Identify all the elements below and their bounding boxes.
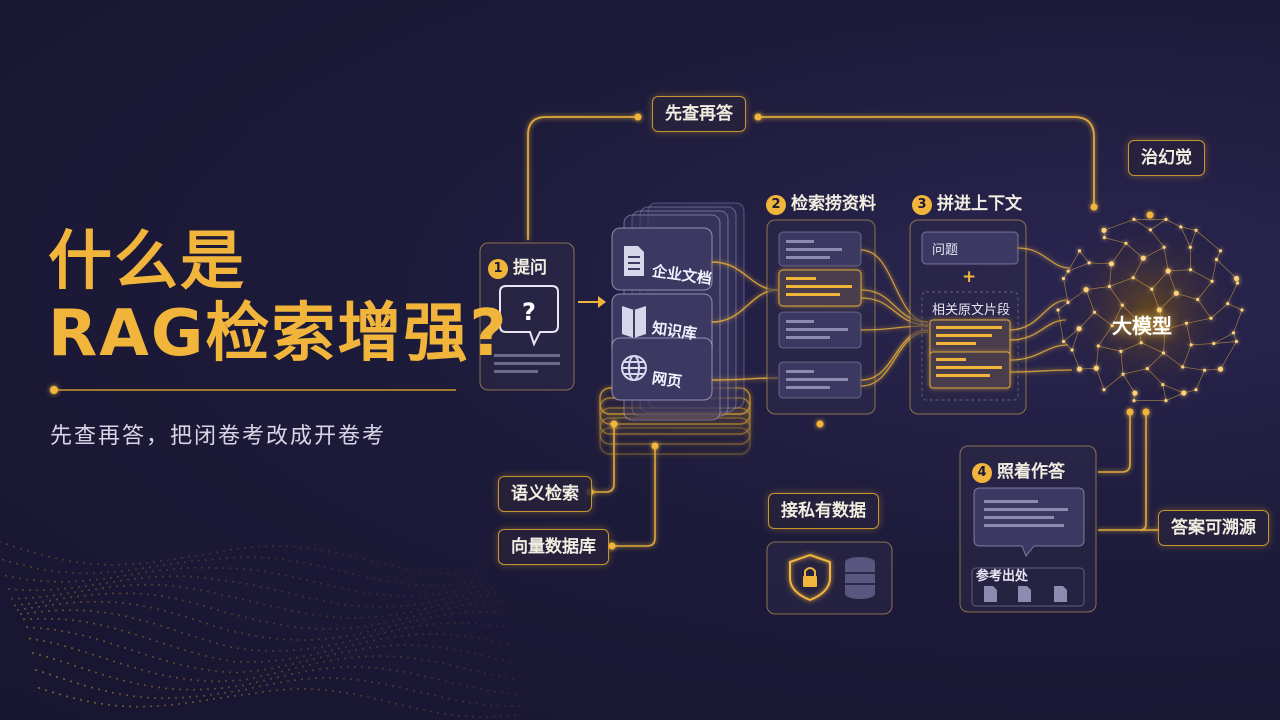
answer-references: 参考出处 bbox=[976, 569, 1029, 584]
private-data-connector bbox=[816, 414, 824, 490]
globe-icon bbox=[621, 355, 647, 381]
label-top-flow: 先查再答 bbox=[652, 96, 746, 132]
connector-dot bbox=[754, 113, 762, 121]
answer-panel bbox=[959, 445, 1097, 613]
connector-dot bbox=[634, 113, 642, 121]
label-semantic-search: 语义检索 bbox=[498, 476, 592, 512]
title-line-1: 什么是 bbox=[48, 225, 246, 299]
arrow-to-sources bbox=[578, 296, 606, 308]
particle-wave bbox=[0, 541, 520, 718]
connector-dot bbox=[610, 420, 618, 428]
svg-text:?: ? bbox=[522, 298, 536, 326]
connector-dot bbox=[1090, 203, 1098, 211]
stack-label-connectors bbox=[590, 424, 656, 547]
source-card-docs bbox=[611, 227, 713, 291]
connector-dot bbox=[1142, 408, 1150, 416]
top-flow-connector bbox=[527, 116, 1095, 240]
source-card-web bbox=[611, 337, 713, 401]
label-traceable: 答案可溯源 bbox=[1158, 510, 1269, 546]
database-icon bbox=[845, 557, 875, 599]
document-icon bbox=[624, 246, 644, 276]
subtitle: 先查再答，把闭卷考改成开卷考 bbox=[50, 424, 387, 449]
model-label: 大模型 bbox=[1112, 314, 1172, 338]
label-private-data: 接私有数据 bbox=[768, 493, 879, 529]
context-question: 问题 bbox=[932, 243, 959, 258]
title-divider bbox=[50, 386, 456, 394]
answer-connectors bbox=[1098, 412, 1160, 531]
context-plus: + bbox=[962, 267, 977, 287]
source-label-web: 网页 bbox=[650, 368, 684, 391]
question-bubble-icon bbox=[499, 285, 559, 347]
label-vector-db: 向量数据库 bbox=[498, 529, 609, 565]
connector-dot bbox=[651, 442, 659, 450]
connector-dot bbox=[608, 542, 616, 550]
llm-sphere bbox=[1052, 212, 1248, 408]
context-snippets: 相关原文片段 bbox=[932, 303, 1011, 318]
label-anti-hallucination: 治幻觉 bbox=[1128, 140, 1205, 176]
connector-dot bbox=[1126, 408, 1134, 416]
private-data-panel bbox=[766, 541, 893, 615]
retrieval-panel bbox=[766, 219, 876, 415]
shield-lock-icon bbox=[789, 553, 831, 602]
file-icon bbox=[984, 586, 1067, 602]
context-panel bbox=[909, 219, 1027, 415]
question-panel: ? bbox=[479, 242, 575, 391]
title-line-2: RAG检索增强? bbox=[48, 297, 509, 371]
answer-bubble-icon bbox=[973, 487, 1085, 557]
anti-hallucination-connector bbox=[1146, 176, 1154, 219]
